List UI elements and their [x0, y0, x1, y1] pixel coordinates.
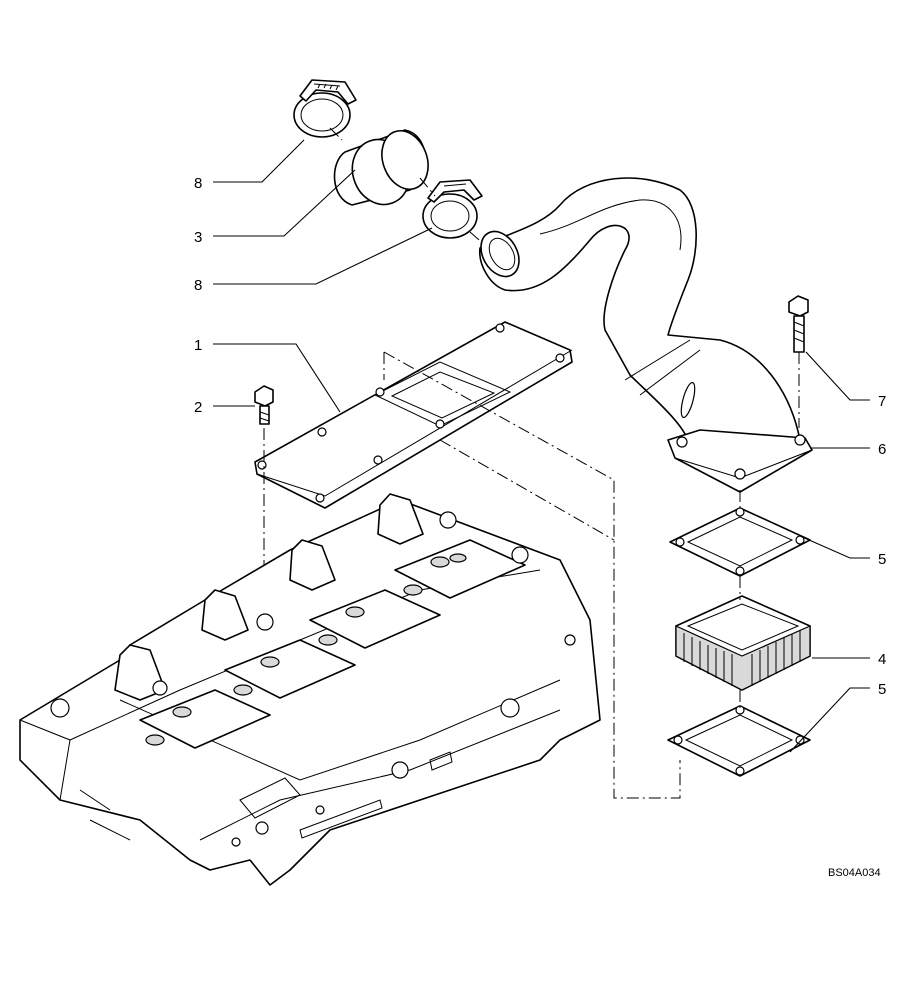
callout-labels: 8 3 8 1 2 7 6 5 4 5 — [194, 175, 886, 698]
leader-5b — [789, 687, 870, 753]
bolt-flange-pipe — [788, 295, 809, 428]
callout-6: 6 — [878, 441, 886, 458]
leader-1 — [213, 343, 341, 413]
callout-5-upper: 5 — [878, 551, 886, 568]
leader-8a — [213, 139, 305, 183]
intake-elbow-pipe — [479, 177, 813, 493]
intake-heater-block — [675, 595, 811, 691]
cylinder-head — [19, 493, 601, 886]
leader-7 — [805, 351, 870, 401]
gasket-upper — [669, 507, 811, 577]
hose-clamp-upper — [293, 79, 357, 138]
leader-8b — [213, 227, 433, 285]
callout-8-upper: 8 — [194, 175, 202, 192]
callout-7: 7 — [878, 393, 886, 410]
drawing-code: BS04A034 — [828, 867, 881, 879]
callout-3: 3 — [194, 229, 202, 246]
callout-1: 1 — [194, 337, 202, 354]
leader-3 — [213, 169, 356, 237]
callout-8-lower: 8 — [194, 277, 202, 294]
callout-5-lower: 5 — [878, 681, 886, 698]
leader-lines — [213, 139, 870, 753]
rubber-sleeve — [333, 129, 429, 206]
bolt-cover-plate — [254, 385, 274, 425]
cover-plate — [254, 321, 573, 509]
gasket-lower — [667, 705, 811, 777]
leader-5a — [799, 535, 870, 559]
callout-2: 2 — [194, 399, 202, 416]
callout-4: 4 — [878, 651, 886, 668]
hose-clamp-lower — [422, 179, 483, 239]
